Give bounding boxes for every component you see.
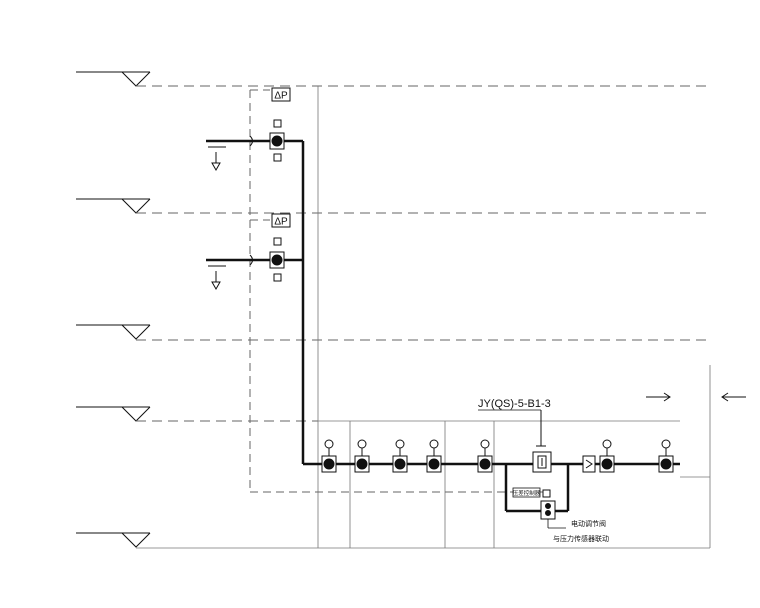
- drain-symbol-2: [208, 265, 226, 291]
- header-valve-2: [354, 439, 370, 473]
- controller-label: 压差控制器: [513, 489, 541, 497]
- bypass-valve: [540, 489, 566, 529]
- floor-level-markers: [76, 71, 151, 548]
- floor-level-4: [76, 406, 151, 422]
- branch-valve-1: [269, 119, 285, 162]
- valve-note-line2: 与压力传感器联动: [553, 534, 609, 543]
- electric-control-valve: [532, 410, 552, 473]
- header-valve-7: [658, 439, 674, 473]
- check-valve: [582, 455, 596, 473]
- structure-lines: [136, 86, 711, 549]
- header-valve-4: [426, 439, 442, 473]
- valve-note-line1: 电动调节阀: [571, 519, 606, 528]
- main-riser: [206, 139, 680, 466]
- pressure-controller-box: 压差控制器: [512, 487, 541, 498]
- header-valve-1: [321, 439, 337, 473]
- header-valve-6: [599, 439, 615, 473]
- flow-arrow-left-icon: [721, 392, 746, 402]
- floor-level-3: [76, 324, 151, 340]
- header-valves: [321, 439, 674, 473]
- dp-sensor-2: ΔP: [271, 213, 291, 228]
- dashed-control-line: [249, 89, 548, 493]
- dashed-floor-lines: [136, 85, 710, 422]
- drain-symbol-1: [208, 146, 226, 172]
- branch-hooks: [249, 135, 253, 266]
- flow-arrows: [646, 392, 746, 402]
- dp-label-2: ΔP: [274, 217, 288, 228]
- flow-arrow-right-icon: [646, 392, 671, 402]
- dp-label-1: ΔP: [274, 91, 288, 102]
- system-label: JY(QS)-5-B1-3: [478, 398, 551, 410]
- branch-valve-2: [269, 237, 285, 282]
- system-label-group: JY(QS)-5-B1-3: [478, 398, 551, 411]
- floor-level-2: [76, 198, 151, 214]
- dp-sensor-1: ΔP: [271, 87, 291, 102]
- header-valve-3: [392, 439, 408, 473]
- header-valve-5: [477, 439, 493, 473]
- floor-level-5: [76, 532, 151, 548]
- bypass-loop: [504, 464, 570, 513]
- floor-level-1: [76, 71, 151, 87]
